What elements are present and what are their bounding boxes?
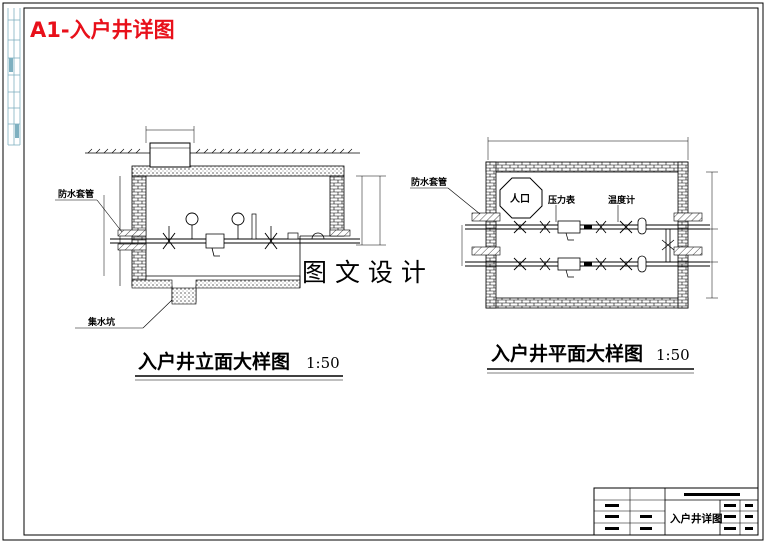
watermark: 图 文 设 计 [302, 258, 426, 287]
elevation-title: 入户井立面大样图 [138, 350, 290, 373]
plan-label-entrance: 人口 [510, 192, 530, 205]
plan-scale: 1:50 [656, 346, 690, 364]
elevation-scale: 1:50 [306, 354, 340, 372]
plan-label-waterproof-sleeve: 防水套管 [411, 176, 447, 188]
plan-label-thermometer: 温度计 [608, 194, 635, 206]
elevation-view [55, 126, 386, 329]
elevation-label-sump-pit: 集水坑 [87, 316, 115, 328]
sheet-title: A1-入户井详图 [30, 18, 175, 42]
elevation-label-waterproof-sleeve: 防水套管 [58, 188, 94, 200]
elevation-caption: 入户井立面大样图 1:50 [135, 350, 343, 381]
plan-caption: 入户井平面大样图 1:50 [487, 342, 694, 374]
title-block-drawing-name: 入户井详图 [670, 512, 723, 525]
plan-label-pressure-gauge: 压力表 [548, 194, 576, 206]
title-block: 入户井详图 [593, 487, 759, 536]
plan-view [410, 137, 718, 309]
plan-title: 入户井平面大样图 [491, 342, 643, 365]
